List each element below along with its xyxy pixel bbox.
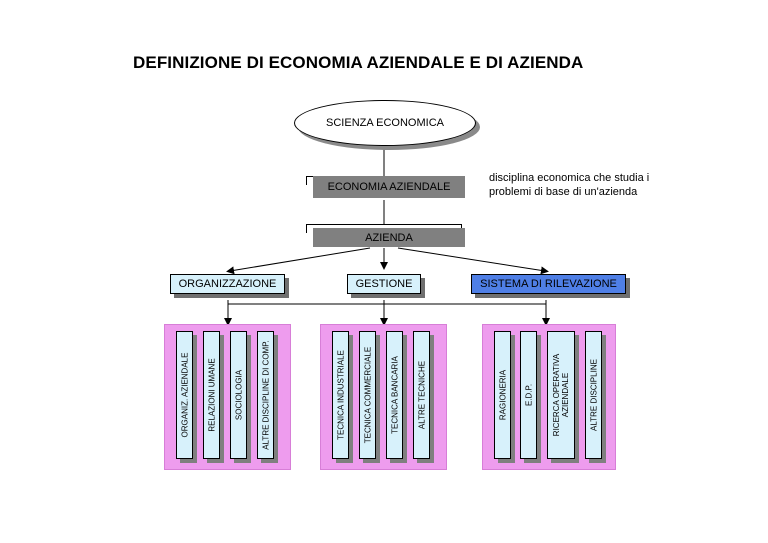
arrow-to-rilevazione: [397, 247, 549, 275]
node-organizzazione: ORGANIZZAZIONE: [170, 274, 285, 294]
node-azienda: AZIENDA: [313, 228, 465, 247]
ricerca-line-1: RICERCA OPERATIVA: [552, 353, 561, 437]
column-organiz-aziendale: ORGANIZ. AZIENDALE: [176, 331, 193, 459]
column-sociologia: SOCIOLOGIA: [230, 331, 247, 459]
column-edp: E.D.P.: [520, 331, 537, 459]
page-title: DEFINIZIONE DI ECONOMIA AZIENDALE E DI A…: [133, 53, 584, 72]
economia-note: disciplina economica che studia i proble…: [489, 171, 649, 199]
column-altre-tecniche: ALTRE TECNICHE: [413, 331, 430, 459]
column-tecnica-bancaria: TECNICA BANCARIA: [386, 331, 403, 459]
column-tecnica-industriale: TECNICA INDUSTRIALE: [332, 331, 349, 459]
node-gestione: GESTIONE: [347, 274, 421, 294]
node-economia-aziendale: ECONOMIA AZIENDALE: [313, 176, 465, 198]
column-altre-discipline-comp: ALTRE DISCIPLINE DI COMP.: [257, 331, 274, 459]
note-line-1: disciplina economica che studia i: [489, 172, 650, 184]
column-ragioneria: RAGIONERIA: [494, 331, 511, 459]
note-line-2: problemi di base di un'azienda: [489, 186, 638, 198]
ricerca-line-2: AZIENDALE: [561, 372, 570, 418]
column-tecnica-commerciale: TECNICA COMMERCIALE: [359, 331, 376, 459]
node-scienza-economica: SCIENZA ECONOMICA: [294, 100, 476, 146]
node-sistema-rilevazione: SISTEMA DI RILEVAZIONE: [471, 274, 626, 294]
column-altre-discipline: ALTRE DISCIPLINE: [585, 331, 602, 459]
column-relazioni-umane: RELAZIONI UMANE: [203, 331, 220, 459]
arrow-to-organizzazione: [226, 247, 371, 275]
